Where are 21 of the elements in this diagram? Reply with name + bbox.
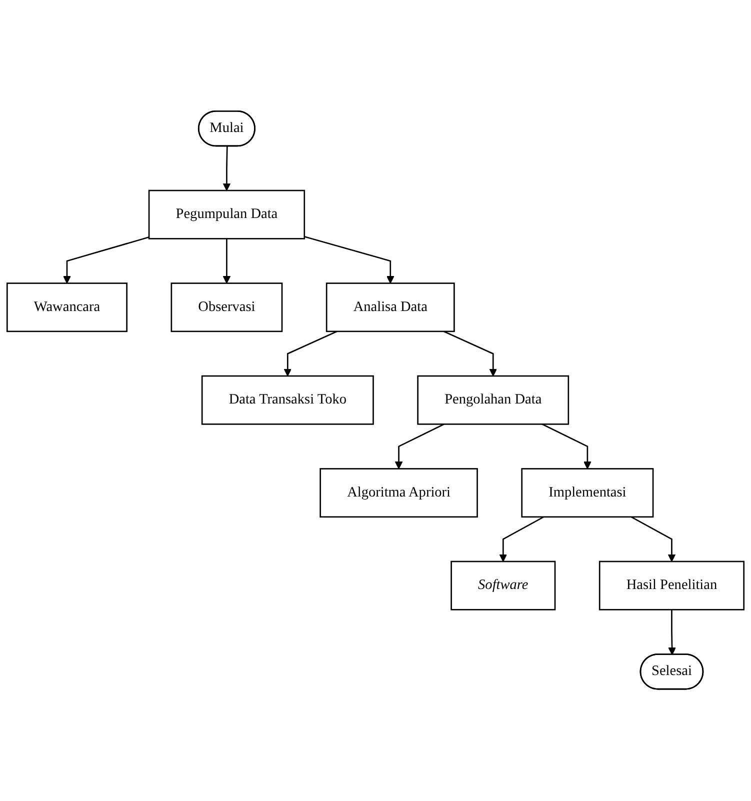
arrow xyxy=(394,424,444,470)
arrow xyxy=(542,424,592,470)
node-box: Software xyxy=(450,561,556,611)
arrow xyxy=(222,239,231,284)
arrow xyxy=(499,516,544,562)
node-box: Observasi xyxy=(170,283,283,332)
arrow xyxy=(284,331,338,377)
node-box: Implementasi xyxy=(521,468,654,518)
node-box: Analisa Data xyxy=(326,283,455,332)
arrow xyxy=(630,516,676,562)
arrow xyxy=(222,146,231,192)
node-box: Pengolahan Data xyxy=(417,376,570,426)
arrow xyxy=(668,610,676,656)
node-box: Data Transaksi Toko xyxy=(201,376,374,426)
node-box: Hasil Penelitian xyxy=(598,561,745,611)
node-box: Wawancara xyxy=(6,283,128,332)
arrow xyxy=(304,236,394,284)
arrow xyxy=(63,236,150,284)
arrow xyxy=(443,331,498,377)
node-box: Pegumpulan Data xyxy=(148,190,306,240)
node-box: Algoritma Apriori xyxy=(320,468,478,518)
